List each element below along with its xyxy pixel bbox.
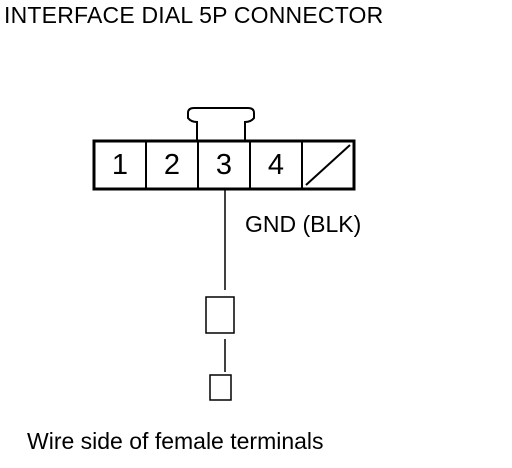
connector-lock-tab xyxy=(187,107,255,141)
unused-cavity-slash xyxy=(305,144,351,186)
pin-3: 3 xyxy=(215,149,233,181)
gnd-wire-label: GND (BLK) xyxy=(245,211,362,237)
wire-terminal xyxy=(205,296,235,334)
pin-4: 4 xyxy=(267,149,285,181)
pin-1: 1 xyxy=(111,149,129,181)
wire-end-terminal xyxy=(209,374,232,401)
diagram-title: INTERFACE DIAL 5P CONNECTOR xyxy=(4,2,384,28)
pin-2: 2 xyxy=(163,149,181,181)
diagram-caption: Wire side of female terminals xyxy=(27,428,324,454)
